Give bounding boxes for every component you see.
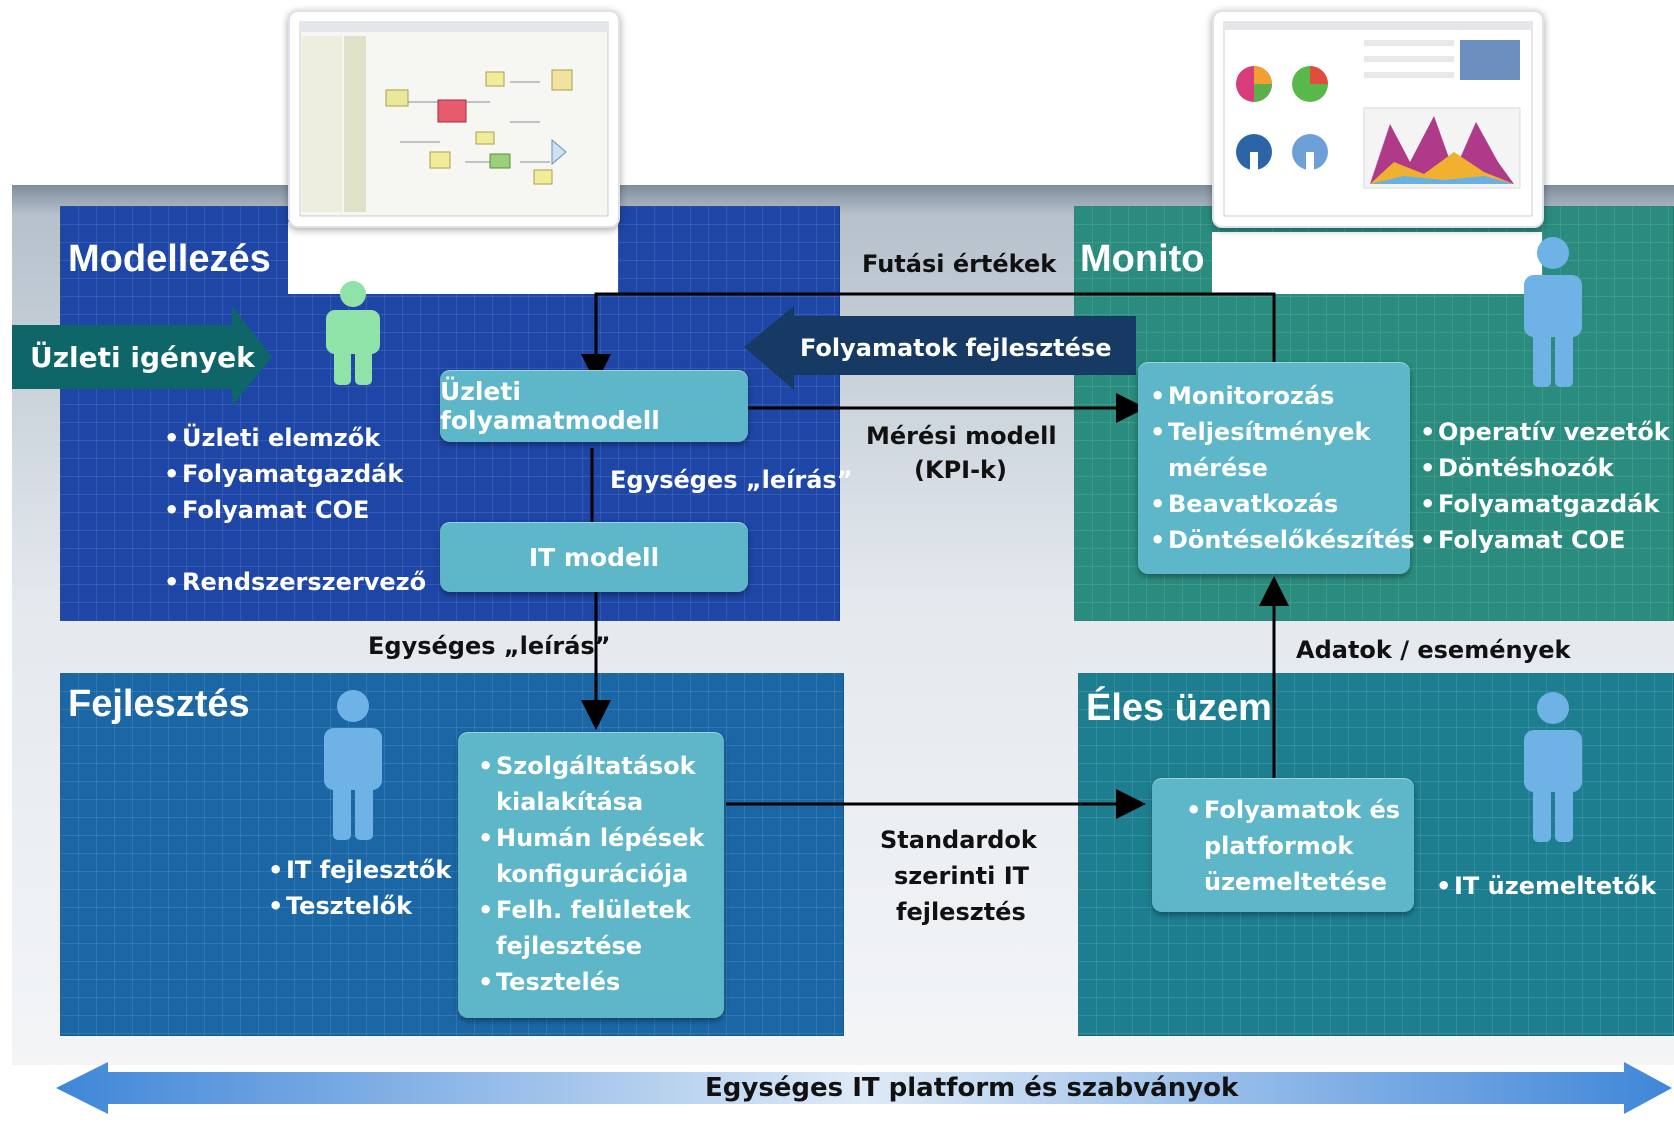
business-analyst-person-icon <box>326 281 380 385</box>
development-title: Fejlesztés <box>68 683 250 725</box>
modeling-roles-list: Üzleti elemzők Folyamatgazdák Folyamat C… <box>164 420 403 528</box>
role-item: IT üzemeltetők <box>1436 868 1656 904</box>
operations-activities-list: Folyamatok és platformok üzemeltetése <box>1186 792 1406 900</box>
role-item: Döntéshozók <box>1420 450 1670 486</box>
business-needs-arrow <box>12 306 272 406</box>
role-item: Folyamat COE <box>164 492 403 528</box>
standards-label-2: szerinti IT <box>894 862 1030 890</box>
unified-description-label-top: Egységes „leírás” <box>610 466 853 494</box>
runtime-values-line <box>581 292 1276 384</box>
role-item: Üzleti elemzők <box>164 420 403 456</box>
role-item: Tesztelők <box>268 888 451 924</box>
monitoring-roles-list: Operatív vezetők Döntéshozók Folyamatgaz… <box>1420 414 1670 558</box>
platform-double-arrow <box>56 1062 1672 1114</box>
dashboard-screenshot-mask <box>1212 232 1542 294</box>
unified-description-label-bottom: Egységes „leírás” <box>368 632 611 660</box>
production-roles-list: IT üzemeltetők <box>1436 868 1656 904</box>
standards-label-1: Standardok <box>880 826 1037 854</box>
role-item: Operatív vezetők <box>1420 414 1670 450</box>
role-item: Folyamatgazdák <box>1420 486 1670 522</box>
role-item: IT fejlesztők <box>268 852 451 888</box>
standards-label-3: fejlesztés <box>896 898 1026 926</box>
activity-item: Döntéselőkészítés <box>1150 522 1415 558</box>
platform-label: Egységes IT platform és szabványok <box>705 1073 1239 1103</box>
activity-item: Beavatkozás <box>1150 486 1406 522</box>
activity-item: Tesztelés <box>478 964 718 1000</box>
monitoring-activities-box: Monitorozás Teljesítmények mérése Beavat… <box>1138 362 1415 574</box>
modeling-title: Modellezés <box>68 238 271 280</box>
activity-item: Monitorozás <box>1150 378 1406 414</box>
monitoring-title: Monito <box>1080 238 1205 280</box>
development-roles-list: IT fejlesztők Tesztelők <box>268 852 451 924</box>
process-improvement-label: Folyamatok fejlesztése <box>800 334 1112 362</box>
runtime-values-label: Futási értékek <box>862 250 1057 278</box>
measurement-model-label: Mérési modell <box>866 422 1057 450</box>
manager-person-icon <box>1524 237 1582 387</box>
activity-item: Folyamatok és platformok üzemeltetése <box>1186 792 1406 900</box>
process-model-thumbnail-icon <box>299 21 609 217</box>
activity-item: Teljesítmények mérése <box>1150 414 1388 486</box>
business-process-model-box: Üzleti folyamatmodell <box>440 370 748 442</box>
data-events-label: Adatok / események <box>1296 636 1571 664</box>
activity-item: Szolgáltatások kialakítása <box>478 748 718 820</box>
business-needs-label: Üzleti igények <box>30 341 255 374</box>
dashboard-thumbnail-icon <box>1223 21 1533 217</box>
modeling-extra-role: Rendszerszervező <box>164 564 426 600</box>
modeler-screenshot <box>288 10 620 228</box>
monitoring-activities-list: Monitorozás Teljesítmények mérése Beavat… <box>1150 378 1415 558</box>
developer-person-icon <box>324 690 382 840</box>
it-model-label: IT modell <box>528 542 660 572</box>
development-activities-box: Szolgáltatások kialakítása Humán lépések… <box>458 732 724 1018</box>
activity-item: Felh. felületek fejlesztése <box>478 892 718 964</box>
activity-item: Humán lépések konfigurációja <box>478 820 718 892</box>
operator-person-icon <box>1524 692 1582 842</box>
production-title: Éles üzem <box>1086 687 1272 729</box>
it-model-box: IT modell <box>440 522 748 592</box>
kpi-label: (KPI-k) <box>914 456 1007 484</box>
role-item: Rendszerszervező <box>164 564 426 600</box>
business-process-model-label: Üzleti folyamatmodell <box>440 377 660 435</box>
role-item: Folyamatgazdák <box>164 456 403 492</box>
development-activities-list: Szolgáltatások kialakítása Humán lépések… <box>478 748 718 1000</box>
modeler-screenshot-mask <box>288 222 618 294</box>
process-improvement-arrow <box>744 306 1136 390</box>
operations-activities-box: Folyamatok és platformok üzemeltetése <box>1152 778 1414 912</box>
role-item: Folyamat COE <box>1420 522 1670 558</box>
dashboard-screenshot <box>1212 10 1544 228</box>
